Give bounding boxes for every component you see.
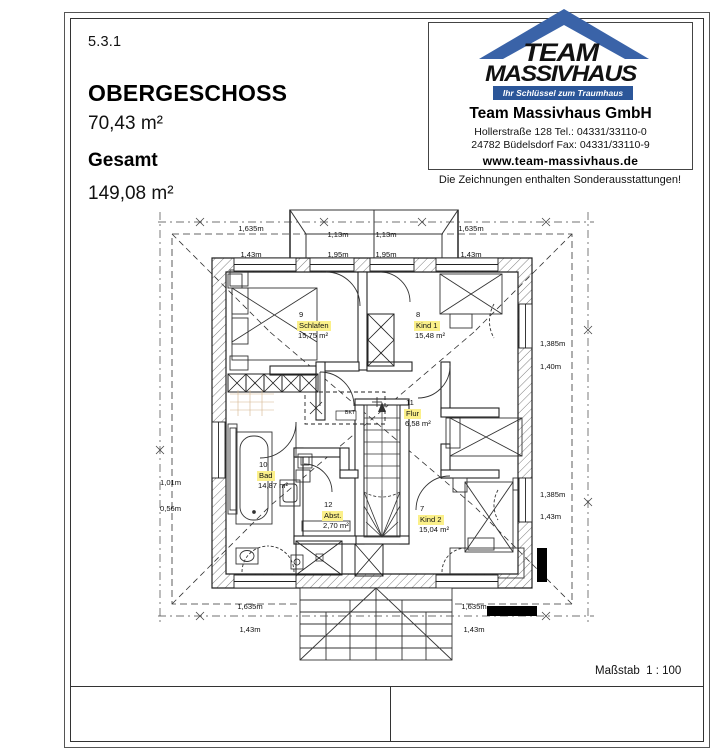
room-name: Kind 2 (418, 514, 444, 525)
staircase (363, 402, 401, 538)
bath-tile-pattern (230, 390, 274, 416)
company-address-line-1: Hollerstraße 128 Tel.: 04331/33110-0 (474, 126, 647, 138)
company-website[interactable]: www.team-massivhaus.de (482, 154, 639, 168)
furniture-bed-kind2-lower (452, 477, 526, 553)
room-name: Bad (257, 470, 275, 481)
room-number: 12 (324, 500, 333, 509)
room-number: 7 (420, 504, 425, 513)
sheet-frame-outer (64, 12, 710, 748)
bkt-label: BKT (345, 410, 356, 416)
scale-value: 1 : 100 (646, 665, 682, 677)
floor-area-value: 70,43 m² (88, 113, 163, 134)
dim-right-lower-2: 1,43m (540, 512, 562, 521)
dim-right-lower-1: 1,385m (540, 490, 566, 499)
dim-bottom-lower-2: 1,43m (463, 625, 485, 634)
company-logo-block: TEAM MASSIVHAUS Ihr Schlüssel zum Traumh… (428, 9, 693, 170)
scale-label: Maßstab (595, 665, 640, 677)
drawing-code: 5.3.1 (88, 34, 122, 50)
room-number: 10 (259, 460, 268, 469)
wardrobe-schlafen (227, 373, 319, 393)
dim-top-upper-3: 1,13m (375, 230, 397, 239)
dim-top-lower-2: 1,95m (327, 250, 349, 259)
room-name: Flur (404, 408, 422, 419)
redaction-bar-bottom (487, 606, 537, 616)
dim-bottom-upper-2: 1,635m (461, 602, 487, 611)
company-name: Team Massivhaus GmbH (469, 105, 652, 122)
company-address-line-2: 24782 Büdelsdorf Fax: 04331/33110-9 (471, 139, 650, 151)
room-number: 8 (416, 310, 421, 319)
dim-left-2: 0,56m (160, 504, 182, 513)
logo-word-team: TEAM (523, 39, 599, 67)
logo-slogan: Ihr Schlüssel zum Traumhaus (493, 86, 633, 100)
room-label-flur: 11 Flur 6,58 m² (404, 398, 431, 430)
room-name: Schlafen (297, 320, 331, 331)
dim-top-upper-4: 1,635m (458, 224, 484, 233)
page-title: OBERGESCHOSS (88, 80, 288, 106)
fixture-washbasin (279, 479, 301, 507)
doors (241, 271, 499, 573)
closet-bottom-left (295, 540, 343, 576)
windows (211, 257, 533, 589)
dim-top-lower-4: 1,43m (460, 250, 482, 259)
duct-shaft-centre (367, 313, 395, 367)
sheet-frame-inner (70, 18, 704, 742)
furniture-bed-kind1 (439, 273, 503, 329)
dimension-ticks (155, 217, 593, 621)
logo-word-massivhaus: MASSIVHAUS (485, 61, 637, 86)
room-label-kind2: 7 Kind 2 15,04 m² (418, 504, 449, 536)
room-name: Kind 1 (414, 320, 440, 331)
dim-top-lower-3: 1,95m (375, 250, 397, 259)
roof-icon (479, 9, 649, 61)
dim-bottom-lower-1: 1,43m (239, 625, 261, 634)
total-area-value: 149,08 m² (88, 183, 174, 204)
room-number: 11 (406, 398, 414, 407)
dim-bottom-upper-1: 1,635m (237, 602, 263, 611)
room-area: 15,48 m² (415, 331, 445, 340)
room-label-bad: 10 Bad 14,87 m² (257, 460, 288, 492)
room-number: 9 (299, 310, 304, 319)
titleblock-divider-vertical (390, 686, 391, 742)
floor-plan (150, 196, 600, 666)
room-area: 15,75 m² (298, 331, 328, 340)
dim-right-upper-1: 1,385m (540, 339, 566, 348)
total-area-label: Gesamt (88, 150, 158, 171)
room-area: 2,70 m² (323, 521, 349, 530)
fixture-bidet (295, 469, 311, 483)
room-area: 14,87 m² (258, 481, 288, 490)
room-name: Abst. (322, 510, 344, 521)
furniture-storage-shelf (301, 520, 351, 532)
dormer-bottom (299, 587, 453, 661)
dim-top-upper-2: 1,13m (327, 230, 349, 239)
redaction-bar-right (537, 548, 547, 582)
room-label-abst: 12 Abst. 2,70 m² (322, 500, 349, 532)
room-label-schlafen: 9 Schlafen 15,75 m² (297, 310, 331, 342)
room-label-kind1: 8 Kind 1 15,48 m² (414, 310, 445, 342)
dimension-lines (158, 212, 594, 626)
dim-top-upper-1: 1,635m (238, 224, 264, 233)
furniture-nightstand (227, 273, 243, 289)
furniture-bed-kind2-upper (445, 417, 523, 457)
room-area: 6,58 m² (405, 419, 431, 428)
room-area: 15,04 m² (419, 525, 449, 534)
titleblock-divider-top (70, 686, 704, 687)
dim-right-upper-2: 1,40m (540, 362, 562, 371)
closet-bottom-centre (354, 543, 384, 577)
fixture-shower (227, 423, 238, 515)
special-equipment-note: Die Zeichnungen enthalten Sonderausstatt… (438, 174, 682, 186)
dim-left-1: 1,01m (160, 478, 182, 487)
fixture-toilet (235, 547, 259, 565)
scale-indicator: Maßstab 1 : 100 (595, 665, 681, 677)
electrical-box (290, 453, 313, 570)
dim-top-lower-1: 1,43m (240, 250, 262, 259)
